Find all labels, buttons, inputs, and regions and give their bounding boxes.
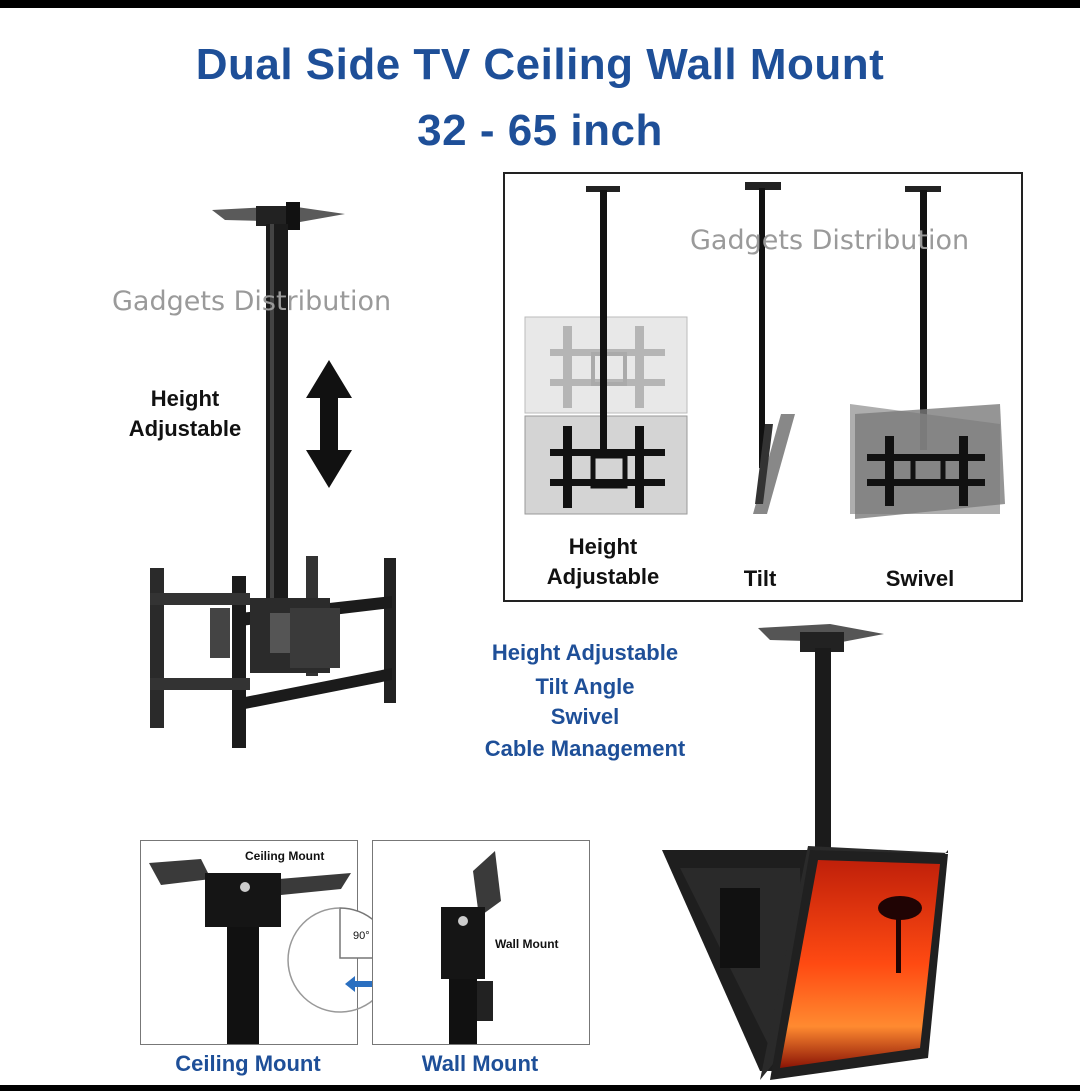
ceiling-mount-small-label: Ceiling Mount xyxy=(245,849,325,863)
wall-mount-small-label: Wall Mount xyxy=(495,937,559,951)
label-line-1: Height xyxy=(150,386,220,411)
watermark-right: Gadgets Distribution xyxy=(690,225,970,256)
mode-tilt-label: Tilt xyxy=(743,566,777,591)
mode-height-line-2: Adjustable xyxy=(546,564,660,589)
height-adjustable-label-left: Height Adjustable xyxy=(100,384,270,444)
wall-mount-caption: Wall Mount xyxy=(421,1051,539,1076)
modes-panel: Height Adjustable Tilt Swivel xyxy=(503,172,1023,602)
label-line-2: Adjustable xyxy=(128,416,242,441)
feature-height-adjustable: Height Adjustable xyxy=(491,640,679,665)
angle-label: 90° xyxy=(353,930,370,942)
ceiling-mount-detail: Ceiling Mount xyxy=(140,840,358,1045)
ceiling-mount-caption: Ceiling Mount xyxy=(175,1051,321,1076)
size-range: 32 - 65 inch xyxy=(417,106,663,155)
watermark-left: Gadgets Distribution xyxy=(112,286,392,317)
page-title: Dual Side TV Ceiling Wall Mount xyxy=(195,40,885,89)
product-infographic: Dual Side TV Ceiling Wall Mount 32 - 65 … xyxy=(0,8,1080,1085)
mode-height-adjustable-label: Height Adjustable xyxy=(513,532,693,592)
wall-mount-drawing xyxy=(441,851,501,1044)
main-mount-drawing xyxy=(150,202,396,748)
feature-swivel: Swivel xyxy=(550,704,620,729)
mode-swivel-label: Swivel xyxy=(885,566,955,591)
feature-tilt-angle: Tilt Angle xyxy=(535,674,635,699)
mode-height-line-1: Height xyxy=(568,534,638,559)
ceiling-mount-drawing xyxy=(149,859,351,1044)
feature-cable-management: Cable Management xyxy=(484,736,686,761)
modes-drawing xyxy=(524,182,1005,519)
wall-mount-detail: Wall Mount xyxy=(372,840,590,1045)
